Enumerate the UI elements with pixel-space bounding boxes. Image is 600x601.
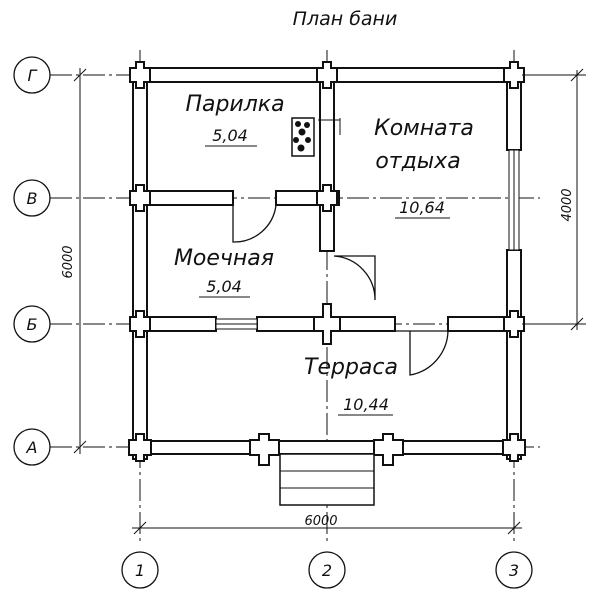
- axis-label-2: 2: [322, 561, 332, 580]
- axis-label-3: 3: [509, 561, 519, 580]
- entrance-steps: [279, 453, 375, 506]
- dimension-bottom: 6000: [132, 514, 522, 535]
- room-name: Комната: [374, 116, 474, 141]
- room-area: 10,64: [399, 198, 445, 217]
- dimension-bottom-value: 6000: [304, 514, 337, 529]
- room-area: 5,04: [206, 277, 242, 296]
- room-area: 5,04: [212, 126, 248, 145]
- column-posts: [128, 61, 526, 466]
- room-name: Моечная: [174, 246, 274, 271]
- dimension-right: 4000: [522, 68, 586, 331]
- stove-icon: [291, 117, 341, 157]
- room-name: Парилка: [185, 92, 284, 117]
- window-middle: [215, 318, 258, 330]
- axis-label-a: А: [26, 438, 38, 457]
- room-name-line-2: отдыха: [375, 149, 460, 174]
- room-komnata-otdykha: Комната отдыха 10,64: [374, 116, 474, 219]
- plan-title: План бани: [293, 8, 398, 30]
- room-parilka: Парилка 5,04: [185, 92, 285, 147]
- window-right: [508, 149, 520, 251]
- axis-label-g: Г: [28, 66, 38, 85]
- dimension-left-value: 6000: [61, 245, 76, 278]
- axis-label-1: 1: [135, 561, 145, 580]
- room-moechnaya: Моечная 5,04: [174, 246, 274, 298]
- room-area: 10,44: [343, 395, 389, 414]
- room-terrasa: Терраса 10,44: [304, 355, 398, 416]
- axis-label-v: В: [27, 189, 38, 208]
- axis-markers-rows: Г В Б А: [13, 56, 51, 466]
- doors: [232, 204, 449, 376]
- room-name: Терраса: [304, 355, 398, 380]
- dimension-right-value: 4000: [560, 188, 575, 221]
- axis-label-b: Б: [27, 315, 38, 334]
- dimension-left: 6000: [61, 68, 87, 454]
- axis-markers-columns: 1 2 3: [121, 551, 533, 589]
